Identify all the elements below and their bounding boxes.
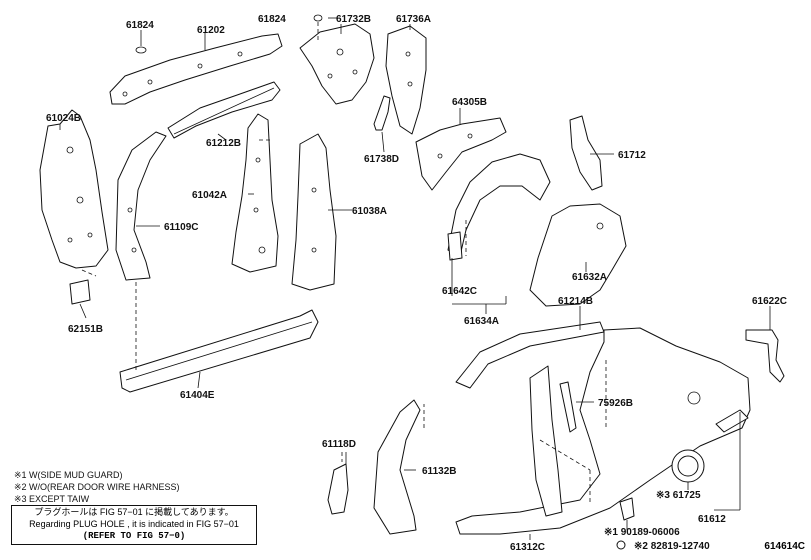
label-90189-06006: ※1 90189-06006 xyxy=(604,527,680,538)
label-61824-left: 61824 xyxy=(126,20,154,31)
label-61109c: 61109C xyxy=(164,222,198,233)
label-61634a: 61634A xyxy=(464,316,499,327)
label-61214b: 61214B xyxy=(558,296,593,307)
part-61632a-quarter-inner xyxy=(529,203,627,307)
label-61038a: 61038A xyxy=(352,206,387,217)
part-61738d-bracket xyxy=(373,95,391,153)
label-82819-12740: ※2 82819-12740 xyxy=(634,541,710,552)
plug-hole-note-en: Regarding PLUG HOLE , it is indicated in… xyxy=(29,519,239,529)
clip-82819 xyxy=(616,540,626,550)
label-61202: 61202 xyxy=(197,25,225,36)
label-61632a: 61632A xyxy=(572,272,607,283)
label-61042a: 61042A xyxy=(192,190,227,201)
part-62151b-pad xyxy=(69,269,97,305)
label-61612: 61612 xyxy=(698,514,726,525)
label-75926b: 75926B xyxy=(598,398,633,409)
plug-hole-note-box: プラグホールは FIG 57−01 に掲載してあります。 Regarding P… xyxy=(11,505,257,545)
figure-code: 614614C xyxy=(764,541,805,552)
part-61109c-pillar xyxy=(115,131,167,281)
label-61642c: 61642C xyxy=(442,286,477,297)
label-61736a: 61736A xyxy=(396,14,431,25)
footnote-side-mud-guard: ※1 W(SIDE MUD GUARD) xyxy=(14,470,123,480)
part-64305b-tray xyxy=(415,117,507,191)
part-61024b-panel xyxy=(39,109,109,269)
part-61732b-quarter-inner xyxy=(299,23,375,105)
part-61038a-pillar-outer xyxy=(291,133,337,291)
label-61824-center: 61824 xyxy=(258,14,286,25)
part-61725-fuel-lid xyxy=(671,449,705,483)
label-61404e: 61404E xyxy=(180,390,215,401)
footnote-except-taiw: ※3 EXCEPT TAIW xyxy=(14,494,90,504)
part-75926b-moulding xyxy=(559,381,577,433)
label-61118d: 61118D xyxy=(322,439,356,450)
part-61712-quarter-extension xyxy=(569,115,603,191)
part-labels: 61824 61202 61824 61732B 61736A 61024B 6… xyxy=(46,14,787,553)
label-61212b: 61212B xyxy=(206,138,241,149)
label-61732b: 61732B xyxy=(336,14,371,25)
label-64305b: 64305B xyxy=(452,97,487,108)
part-61312c-side-outer xyxy=(373,321,751,535)
part-61042a-center-pillar xyxy=(231,113,279,273)
part-61622c-bracket xyxy=(745,329,785,383)
part-61202-roof-rail xyxy=(109,33,283,105)
label-61738d: 61738D xyxy=(364,154,399,165)
label-61725: ※3 61725 xyxy=(656,490,701,501)
part-61212b-rail xyxy=(167,81,281,139)
plug-hole-note-jp: プラグホールは FIG 57−01 に掲載してあります。 xyxy=(34,507,234,517)
label-61132b: 61132B xyxy=(422,466,456,477)
part-61404e-rocker xyxy=(119,282,319,393)
plug-hole-note-ref: (REFER TO FIG 57−0) xyxy=(82,531,186,541)
label-62151b: 62151B xyxy=(68,324,103,335)
part-61118d-bracket xyxy=(327,452,349,515)
label-61312c: 61312C xyxy=(510,542,545,553)
dashed-guides xyxy=(256,22,607,505)
label-61024b: 61024B xyxy=(46,113,81,124)
label-61712: 61712 xyxy=(618,150,646,161)
footnote-rear-door-harness: ※2 W/O(REAR DOOR WIRE HARNESS) xyxy=(14,482,180,492)
part-61736a-extension xyxy=(385,25,427,135)
part-61634a-wheel-housing xyxy=(447,153,551,261)
grommet-61824-center xyxy=(313,14,323,22)
grommet-61824-left xyxy=(135,30,147,54)
leader-lines xyxy=(59,17,771,540)
clip-90189 xyxy=(619,497,635,521)
label-61622c: 61622C xyxy=(752,296,787,307)
